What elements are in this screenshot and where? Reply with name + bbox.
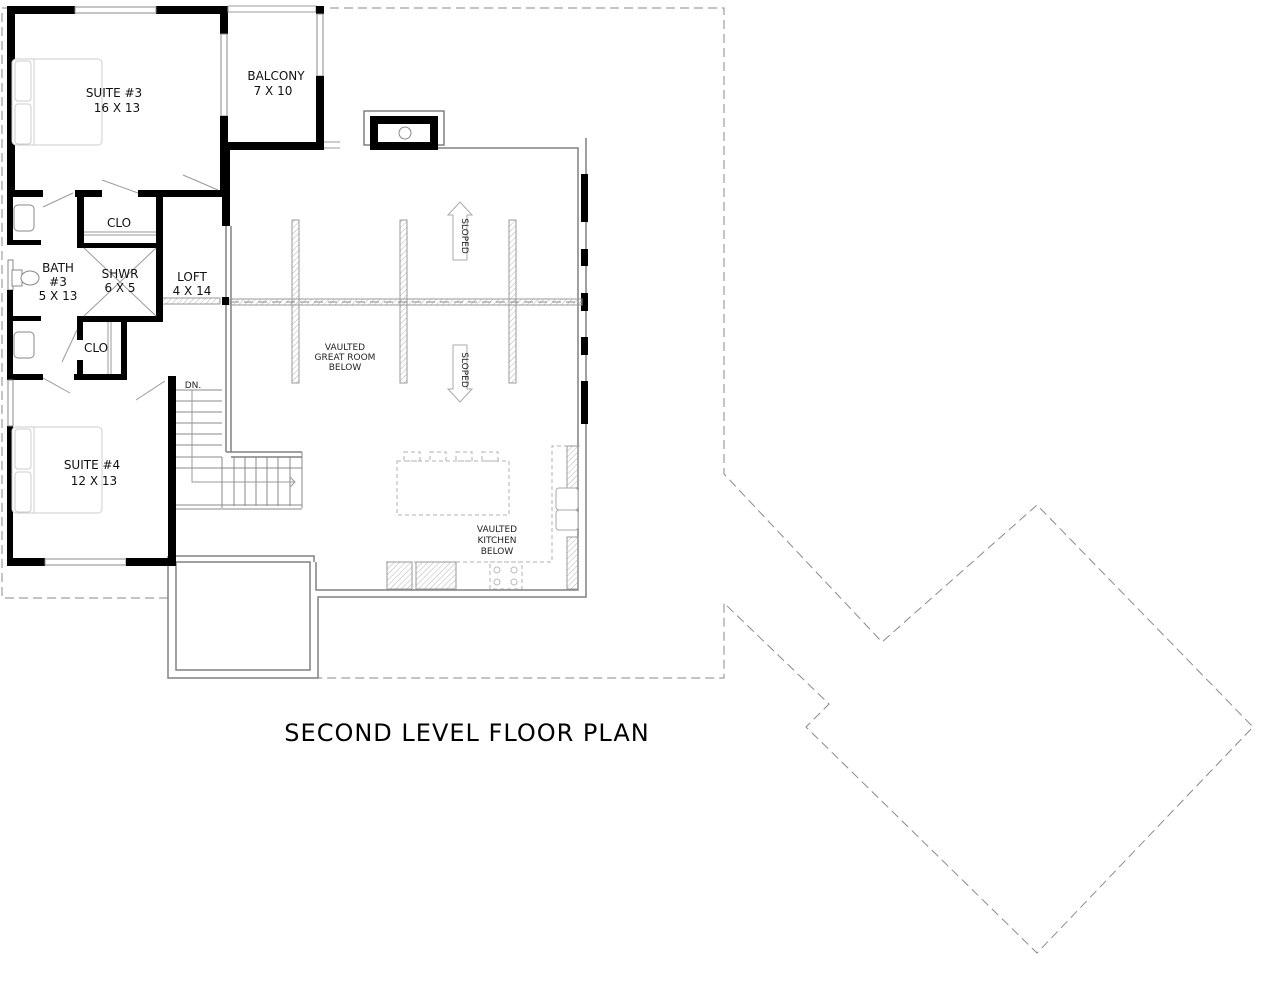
stair-down-label: DN. (185, 381, 202, 391)
great-room-below-label: VAULTED GREAT ROOM BELOW (315, 343, 376, 373)
sloped-arrow-down: SLOPED (446, 344, 474, 403)
suite-4-bed (11, 426, 103, 514)
balcony-walls (227, 5, 340, 150)
bath-fixtures (11, 204, 40, 359)
svg-text:5 X 13: 5 X 13 (39, 289, 78, 303)
sloped-label-up: SLOPED (459, 218, 469, 254)
room-label-closet-lower: CLO (84, 341, 108, 355)
room-label-suite-4: SUITE #4 12 X 13 (64, 458, 120, 488)
svg-text:BALCONY: BALCONY (247, 69, 305, 83)
svg-text:LOFT: LOFT (177, 270, 207, 284)
room-label-loft: LOFT 4 X 14 (173, 270, 212, 298)
room-label-suite-3: SUITE #3 16 X 13 (86, 86, 142, 115)
great-room-right-wall (581, 174, 588, 424)
svg-text:#3: #3 (49, 275, 67, 289)
doors (42, 174, 219, 401)
svg-text:GREAT ROOM: GREAT ROOM (315, 353, 376, 363)
room-label-bath-3: BATH #3 5 X 13 (39, 261, 78, 303)
room-label-balcony: BALCONY 7 X 10 (247, 69, 305, 98)
suite-3-bed (11, 58, 103, 146)
room-label-shower: SHWR 6 X 5 (102, 267, 139, 295)
fireplace-chimney (363, 110, 445, 150)
sloped-label-down: SLOPED (459, 352, 469, 388)
svg-text:BELOW: BELOW (481, 547, 514, 557)
svg-text:BATH: BATH (42, 261, 74, 275)
kitchen-below-label: VAULTED KITCHEN BELOW (477, 525, 517, 557)
plan-title: SECOND LEVEL FLOOR PLAN (284, 719, 649, 747)
kitchen-fixtures (386, 445, 580, 590)
roof-outline (1, 7, 1254, 954)
svg-text:VAULTED: VAULTED (325, 343, 365, 353)
svg-text:VAULTED: VAULTED (477, 525, 517, 535)
ceiling-beams (159, 219, 583, 384)
suite-4-walls (7, 376, 176, 566)
svg-text:12 X 13: 12 X 13 (71, 474, 117, 488)
sloped-arrow-up: SLOPED (446, 201, 474, 261)
bath-closet-walls (7, 190, 223, 380)
lower-deck-outline (167, 138, 587, 679)
svg-text:4 X 14: 4 X 14 (173, 284, 212, 298)
svg-text:16 X 13: 16 X 13 (94, 101, 140, 115)
svg-text:6 X 5: 6 X 5 (104, 281, 135, 295)
svg-text:SUITE #4: SUITE #4 (64, 458, 120, 472)
staircase: DN. (176, 381, 303, 510)
svg-text:7 X 10: 7 X 10 (254, 84, 293, 98)
room-label-closet-upper: CLO (107, 216, 131, 230)
svg-text:BELOW: BELOW (329, 363, 362, 373)
svg-text:KITCHEN: KITCHEN (478, 536, 517, 546)
svg-text:SHWR: SHWR (102, 267, 139, 281)
svg-text:SUITE #3: SUITE #3 (86, 86, 142, 100)
